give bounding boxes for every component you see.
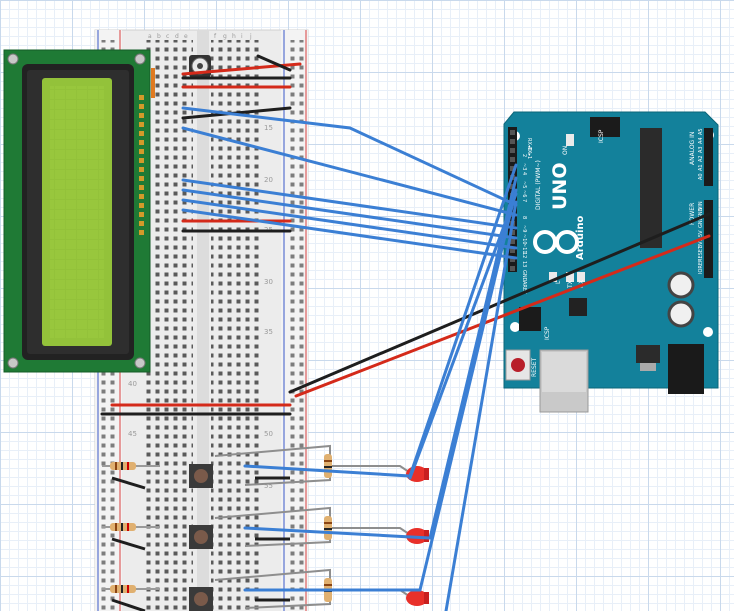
- analog-pin-label: A5: [698, 128, 704, 135]
- push-button: [189, 525, 213, 549]
- wire-blue: [444, 200, 518, 611]
- power-pin-label: IOREF: [698, 259, 704, 274]
- power-jack: [668, 344, 704, 394]
- col-label: j: [249, 33, 252, 40]
- wire-blue: [181, 126, 518, 217]
- digital-pin-label: GND: [521, 270, 527, 282]
- wire-blue: [181, 178, 518, 230]
- col-label: b: [157, 33, 161, 40]
- wire-blue: [181, 106, 518, 207]
- resistor: [102, 523, 160, 531]
- l-led-label: L: [555, 280, 562, 284]
- analog-pin-label: A3: [698, 146, 704, 153]
- reset-button-cap: [511, 358, 525, 372]
- wire-blue: [181, 198, 518, 250]
- resistor: [102, 585, 160, 593]
- digital-pin-label: 4: [521, 172, 527, 175]
- analog-pin-label: A1: [698, 164, 704, 171]
- digital-pin-label: ~6: [521, 190, 527, 197]
- wire-red: [294, 234, 711, 398]
- resistor: [324, 516, 332, 540]
- digital-pin-label: 8: [521, 216, 527, 219]
- power-pin-label: VIN: [698, 201, 704, 210]
- col-label: e: [184, 33, 188, 40]
- power-pin-label: 3V3: [698, 238, 704, 248]
- icsp-label: ICSP: [598, 129, 605, 143]
- digital-pin-label: ~5: [521, 181, 527, 188]
- row-label: 30: [264, 278, 273, 286]
- icsp-header: [590, 117, 620, 137]
- arduino-logo: [533, 230, 579, 254]
- col-label: f: [214, 33, 217, 40]
- wire-blue: [243, 176, 518, 540]
- input-section: [102, 444, 429, 611]
- digital-pin-label: TX▸1: [526, 146, 532, 159]
- col-label: c: [166, 33, 169, 40]
- col-label: a: [148, 33, 152, 40]
- lcd-resistor: [151, 68, 155, 98]
- arduino-brand-label: Arduino: [575, 216, 586, 260]
- row-label: 20: [264, 176, 273, 184]
- col-label: d: [175, 33, 179, 40]
- wire-blue: [181, 188, 518, 240]
- led: [406, 590, 429, 606]
- analog-in-label: ANALOG IN: [689, 132, 696, 165]
- analog-pin-label: A0: [698, 173, 704, 180]
- col-label: h: [232, 33, 236, 40]
- digital-pin-label: AREF: [521, 281, 527, 294]
- power-label: POWER: [689, 203, 696, 225]
- digital-pin-label: 13: [521, 261, 527, 267]
- push-button: [189, 587, 213, 611]
- digital-pin-label: 12: [521, 252, 527, 258]
- resistor: [102, 462, 160, 470]
- potentiometer: [189, 55, 211, 77]
- col-label: i: [241, 33, 243, 40]
- row-label: 35: [264, 328, 273, 336]
- wire-blue: [181, 208, 518, 260]
- icsp2-label: ICSP: [544, 326, 551, 340]
- wire-blue: [408, 192, 518, 480]
- row-label: 50: [264, 430, 273, 438]
- wire-black: [256, 54, 292, 72]
- row-label: 15: [264, 124, 273, 132]
- col-label: g: [223, 33, 227, 40]
- digital-label: DIGITAL (PWM~): [535, 160, 542, 210]
- tx-label: TX: [567, 280, 574, 289]
- row-label: 45: [128, 430, 137, 438]
- power-pin-label: GND: [698, 216, 704, 228]
- power-pin-label: GND: [698, 207, 704, 219]
- atmega-chip: [640, 128, 662, 248]
- digital-pin-label: ~9: [521, 225, 527, 232]
- digital-pin-label: ~3: [521, 163, 527, 170]
- reset-label: RESET: [531, 357, 538, 377]
- analog-pin-label: A2: [698, 155, 704, 162]
- analog-pin-label: A4: [698, 137, 704, 144]
- push-button: [189, 464, 213, 488]
- power-pin-label: 5V: [698, 230, 704, 237]
- digital-pin-label: 7: [521, 199, 527, 202]
- power-pin-label: RESET: [698, 245, 704, 262]
- digital-pin-label: RX◂0: [526, 138, 532, 151]
- digital-pin-label: ~10: [521, 234, 527, 245]
- row-label: 40: [128, 380, 137, 388]
- arduino-uno: ON UNO Arduino DIGITAL (PWM~) ANALOG IN …: [503, 111, 719, 413]
- lcd-module: [3, 49, 155, 373]
- uno-label: UNO: [549, 163, 571, 210]
- on-label: ON: [562, 146, 569, 155]
- resistor: [324, 454, 332, 478]
- row-label: 55: [264, 482, 273, 490]
- wire-blue: [243, 188, 518, 592]
- digital-pin-label: 2: [521, 154, 527, 157]
- digital-pin-label: ~11: [521, 243, 527, 254]
- wires: [100, 54, 711, 611]
